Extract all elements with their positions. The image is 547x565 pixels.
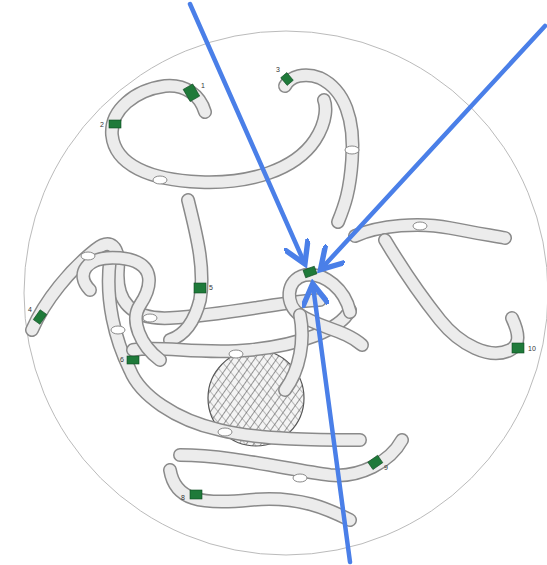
callout-number: 6	[120, 356, 124, 364]
centromere	[293, 474, 307, 482]
chromosome	[83, 258, 160, 360]
chromosome	[32, 244, 320, 330]
chromosome	[83, 258, 160, 360]
chromosome	[385, 240, 518, 353]
chromosome	[170, 470, 350, 520]
chromosome	[285, 75, 353, 222]
chromosome	[180, 440, 402, 475]
centromere	[413, 222, 427, 230]
chromosome	[355, 225, 505, 238]
callout-number: 2	[100, 121, 104, 129]
centromere	[218, 428, 232, 436]
callout-number: 4	[28, 306, 32, 314]
chromosomes	[32, 75, 518, 520]
centromere	[345, 146, 359, 154]
chromosome	[112, 86, 326, 182]
chromosome	[285, 315, 302, 390]
centromere	[229, 350, 243, 358]
chromosome	[285, 315, 302, 390]
centromere	[81, 252, 95, 260]
pointer-arrows	[190, 4, 545, 562]
chromosome	[170, 200, 202, 340]
chromosome	[112, 86, 326, 182]
green-loci	[33, 73, 524, 499]
chromosome	[180, 440, 402, 475]
centromere	[153, 176, 167, 184]
callout-number: 9	[384, 464, 388, 472]
chromosome	[32, 244, 320, 330]
callout-number: 3	[276, 66, 280, 74]
chromosome	[170, 470, 350, 520]
chromosome	[355, 225, 505, 238]
centromere	[111, 326, 125, 334]
chromosome	[285, 75, 353, 222]
centromere	[143, 314, 157, 322]
callout-number: 8	[181, 494, 185, 502]
callout-number: 10	[528, 345, 536, 353]
callout-number: 5	[209, 284, 213, 292]
chromosome	[385, 240, 518, 353]
chromosome	[170, 200, 202, 340]
callout-number: 1	[201, 82, 205, 90]
